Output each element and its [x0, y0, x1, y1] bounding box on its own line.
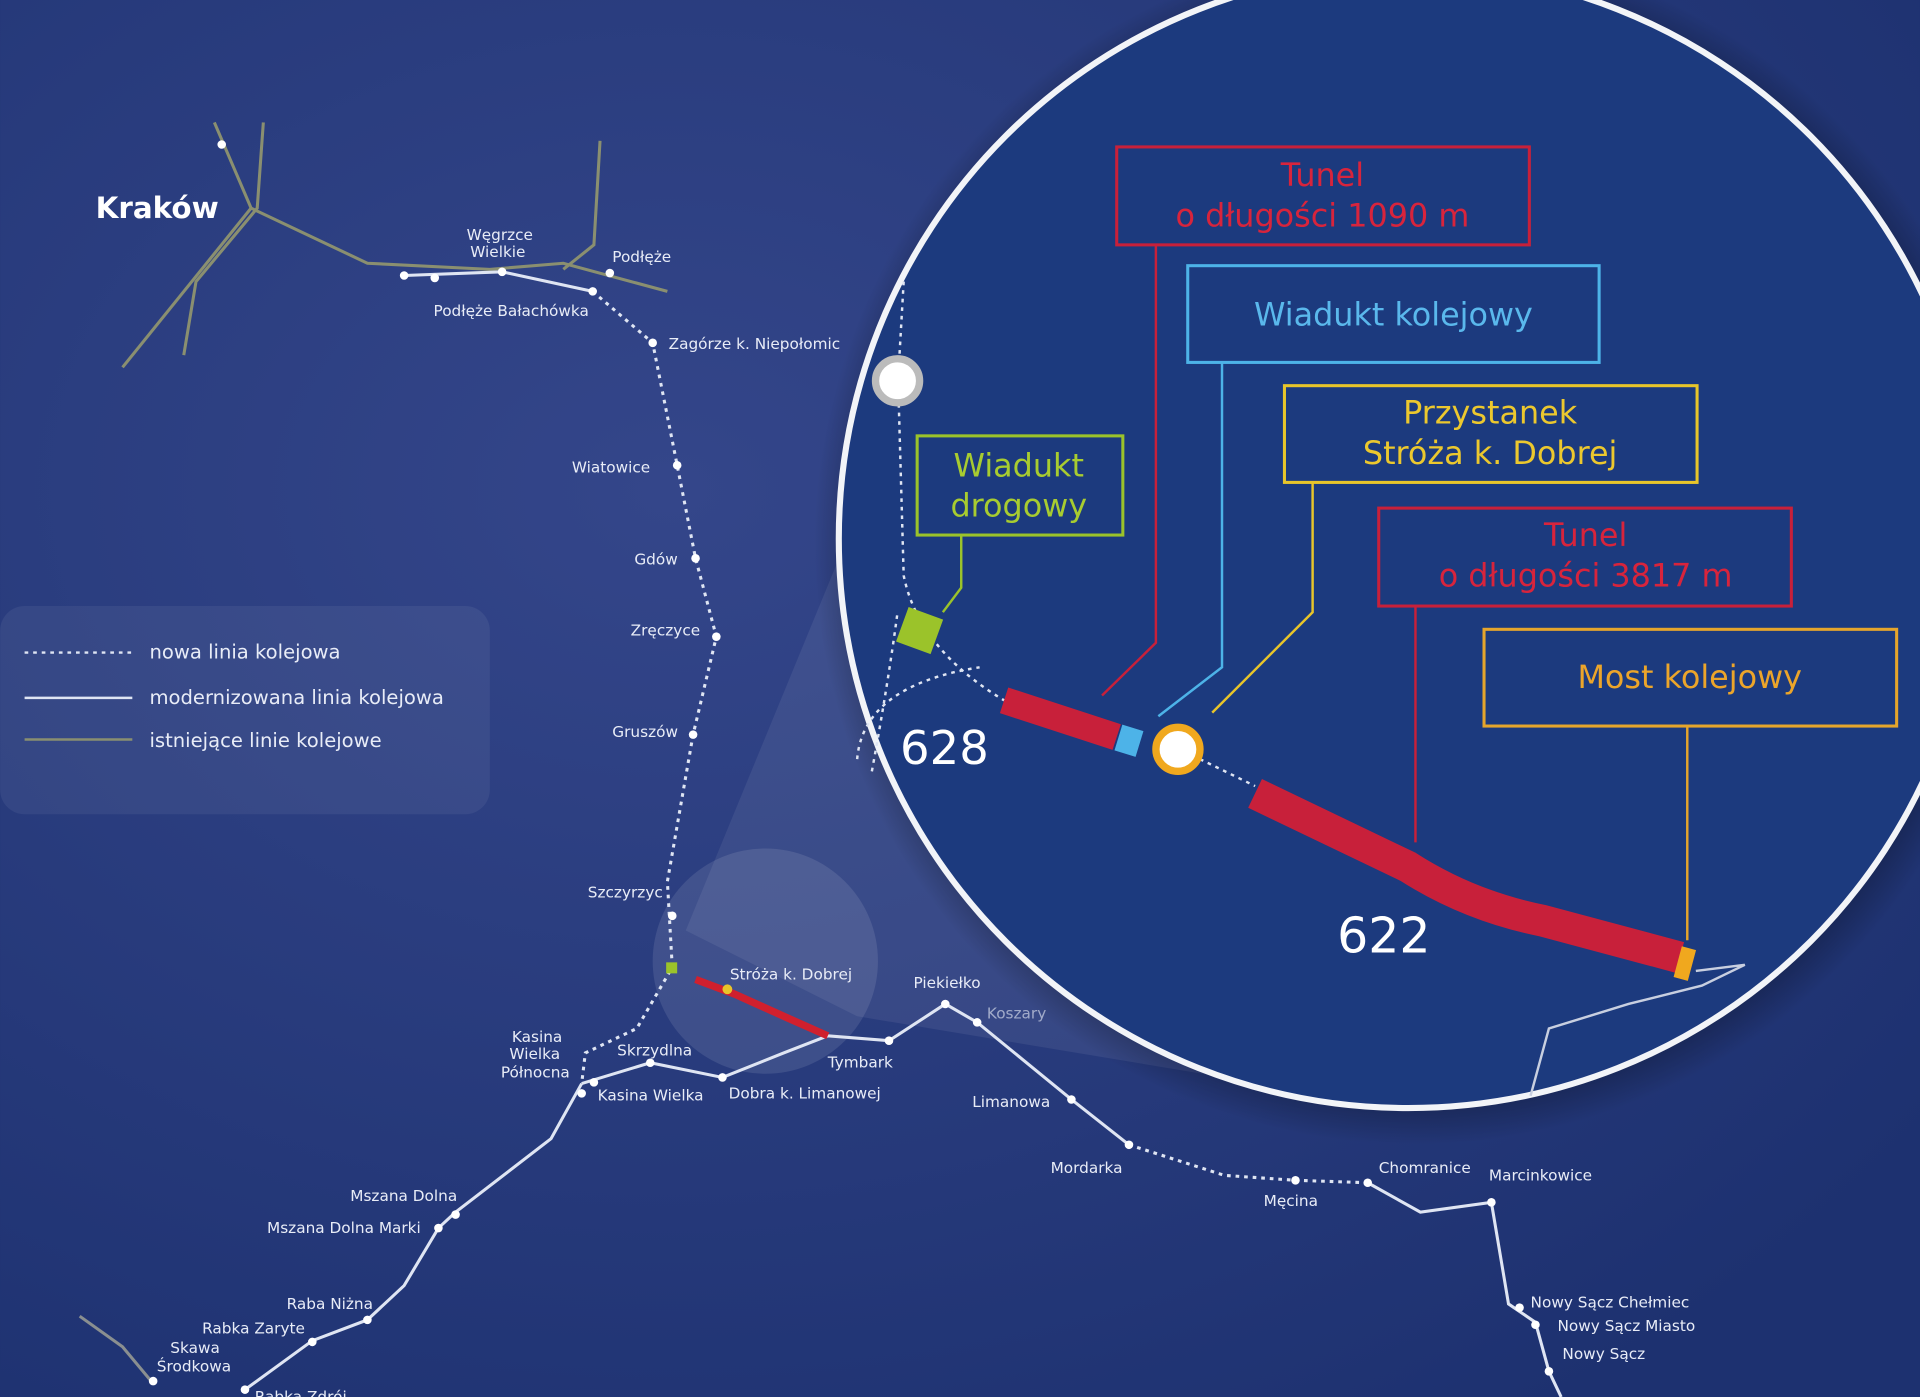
station-label: Rabka Zaryte: [202, 1319, 305, 1337]
station-label: Zagórze k. Niepołomic: [669, 335, 841, 353]
station-label: Skawa: [170, 1339, 220, 1357]
stop-stroza-node: [1152, 723, 1204, 776]
station-label: Chomranice: [1379, 1159, 1471, 1177]
legend-panel: [0, 606, 490, 815]
callout-connector: [1211, 482, 1314, 714]
station-label: Środkowa: [157, 1356, 231, 1375]
callout-connector: [1157, 362, 1224, 718]
modernized-line-east: [581, 1002, 1130, 1146]
callout-text: o długości 1090 m: [1175, 197, 1469, 235]
callout-text: Wiadukt kolejowy: [1254, 296, 1533, 334]
station-label: Gruszów: [612, 723, 678, 741]
station-label: Nowy Sącz: [1562, 1345, 1645, 1363]
station-label: Koszary: [987, 1005, 1046, 1023]
station-label: Stróża k. Dobrej: [730, 965, 852, 983]
callout-text: drogowy: [950, 487, 1087, 525]
station-label: Skrzydlna: [617, 1041, 692, 1059]
zoom-dashed-link: [1199, 758, 1256, 788]
modernized-line-south: [244, 1082, 584, 1391]
station-label: Węgrzce: [467, 226, 533, 244]
road-viaduct-mini: [666, 962, 678, 974]
legend-label: modernizowana linia kolejowa: [149, 686, 443, 709]
station-label: Kasina: [512, 1028, 562, 1046]
zoom-branch-628: [855, 666, 980, 760]
road-viaduct-square: [896, 607, 944, 655]
tunnel-3817-segment: [1248, 779, 1685, 973]
station-label: Limanowa: [972, 1093, 1050, 1111]
callout-text: Most kolejowy: [1577, 658, 1802, 696]
station-label: Podłęże Bałachówka: [434, 302, 589, 320]
tunnel-1090-segment: [999, 687, 1121, 750]
callout-rail-viaduct: Wiadukt kolejowy: [1157, 264, 1601, 718]
callout-tunnel-1090: Tunel o długości 1090 m: [1101, 145, 1531, 697]
station-label: Wielka: [509, 1045, 560, 1063]
station-label: Zręczyce: [631, 621, 701, 639]
station-label: Mszana Dolna Marki: [267, 1219, 421, 1237]
line-number-628: 628: [900, 721, 989, 775]
station-label: Mordarka: [1051, 1159, 1123, 1177]
callout-connector: [941, 535, 963, 613]
station-label: Wiatowice: [572, 459, 650, 477]
station-label: Piekiełko: [913, 974, 980, 992]
callout-text: Stróża k. Dobrej: [1363, 434, 1618, 472]
callout-text: Tunel: [1280, 156, 1364, 194]
station-label: Nowy Sącz Miasto: [1557, 1317, 1695, 1335]
new-line-east: [1128, 1143, 1368, 1185]
station-label: Mszana Dolna: [350, 1187, 457, 1205]
station-node: [871, 355, 924, 407]
station-label: Północna: [501, 1063, 570, 1081]
zoom-existing-line: [1529, 963, 1746, 1097]
station-label: Marcinkowice: [1489, 1166, 1592, 1184]
city-label: Kraków: [96, 191, 219, 225]
callout-bridge: Most kolejowy: [1482, 627, 1899, 941]
line-number-622: 622: [1337, 908, 1430, 965]
existing-lines-krakow: [121, 121, 668, 369]
station-label: Rabka Zdrój: [255, 1388, 347, 1397]
callout-stop: Przystanek Stróża k. Dobrej: [1211, 384, 1699, 714]
existing-line-skawa: [78, 1314, 155, 1385]
zoom-branch-line: [870, 612, 899, 772]
legend-label: istniejące linie kolejowe: [149, 729, 381, 752]
station-label: Szczyrzyc: [588, 883, 663, 901]
callout-text: Przystanek: [1403, 394, 1578, 432]
station-label: Męcina: [1264, 1192, 1318, 1210]
legend: nowa linia kolejowa modernizowana linia …: [24, 641, 444, 752]
legend-label: nowa linia kolejowa: [149, 641, 340, 664]
station-label: Podłęże: [612, 248, 671, 266]
station-label: Nowy Sącz Chełmiec: [1531, 1294, 1690, 1312]
zoom-detail: 628 622 Tunel o długości 1090 m Wiadukt …: [855, 145, 1899, 1097]
station-label: Raba Niżna: [287, 1295, 373, 1313]
callout-road-viaduct: Wiadukt drogowy: [915, 434, 1125, 613]
callout-text: o długości 3817 m: [1439, 556, 1733, 594]
station-label: Wielkie: [470, 243, 525, 261]
bridge-segment: [1673, 946, 1697, 981]
callout-connector: [1101, 244, 1158, 697]
station-label: Tymbark: [827, 1054, 893, 1072]
callout-text: Tunel: [1543, 516, 1627, 554]
station-dots: [148, 140, 1554, 1394]
tunnel-mini: [694, 976, 830, 1040]
rail-viaduct-segment: [1114, 724, 1144, 757]
station-label: Kasina Wielka: [598, 1087, 704, 1105]
station-label: Gdów: [634, 550, 677, 568]
stop-mini: [722, 984, 733, 995]
callout-tunnel-3817: Tunel o długości 3817 m: [1377, 506, 1793, 843]
station-label: Dobra k. Limanowej: [729, 1084, 881, 1102]
callout-text: Wiadukt: [954, 446, 1084, 484]
zoom-source-highlight: [652, 848, 878, 1074]
